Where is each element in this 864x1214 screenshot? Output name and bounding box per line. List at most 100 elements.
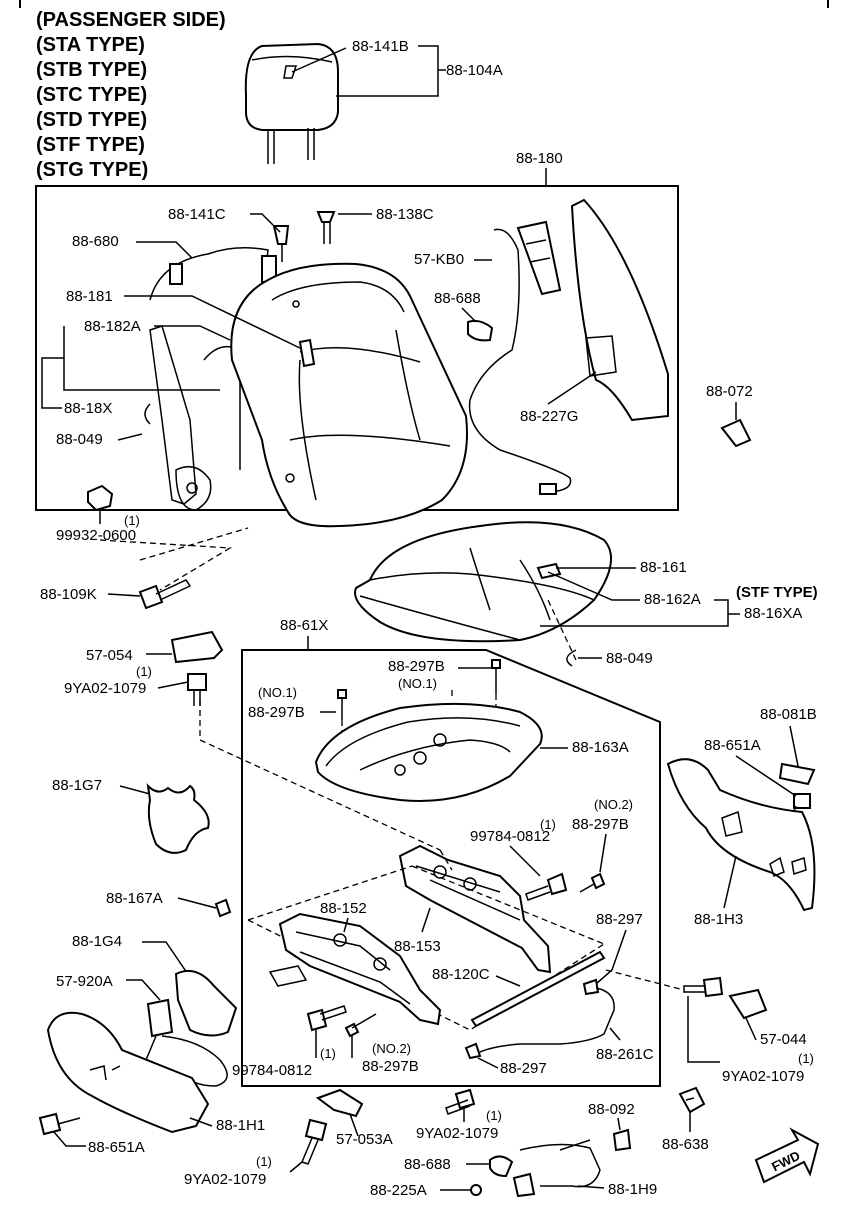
callout-9YA02-1079-a: 9YA02-1079 (64, 680, 146, 697)
clip-88-167A (214, 898, 232, 918)
inner-cover-88-1G7 (146, 783, 210, 854)
callout-88-651A-left: 88-651A (88, 1139, 145, 1156)
callout-88-297-bottom: 88-297 (500, 1060, 547, 1077)
side-cover-88-1H1 (46, 1011, 210, 1134)
spring-88-297-bottom (464, 1042, 482, 1060)
bolt-99784-a (525, 872, 568, 901)
pin-88-297B-no2-right (579, 872, 606, 893)
callout-88-162A: 88-162A (644, 591, 701, 608)
forward-arrow-icon: FWD (754, 1127, 820, 1184)
callout-99784-a-qty: (1) (540, 817, 556, 832)
pins-88-297B-no1 (337, 659, 501, 720)
callout-88-688-top: 88-688 (434, 290, 481, 307)
header-line-2: (STA TYPE) (36, 34, 145, 56)
callout-88-18X: 88-18X (64, 400, 112, 417)
callout-88-109K: 88-109K (40, 586, 97, 603)
callout-88-225A: 88-225A (370, 1182, 427, 1199)
cover-57-044 (728, 988, 768, 1020)
clip-88-049-top (144, 403, 151, 425)
callout-88-1H9: 88-1H9 (608, 1181, 657, 1198)
callout-88-072: 88-072 (706, 383, 753, 400)
outer-cover-88-1H3 (666, 758, 816, 912)
clip-88-688-bottom (489, 1155, 514, 1178)
seat-frame-assembly-box (241, 649, 661, 1087)
callout-99784-0812-b: 99784-0812 (232, 1062, 312, 1079)
bolt-9YA02-a (187, 673, 207, 706)
bolt-9YA02-d (300, 1118, 328, 1165)
callout-88-297B-bottom: 88-297B (362, 1058, 419, 1075)
seatback-frame (149, 247, 277, 511)
callout-88-138C: 88-138C (376, 206, 434, 223)
callout-88-081B: 88-081B (760, 706, 817, 723)
callout-no2-b: (NO.2) (372, 1041, 411, 1056)
callout-88-297B-left: 88-297B (248, 704, 305, 721)
callout-88-1H1: 88-1H1 (216, 1117, 265, 1134)
grommet-88-225A (470, 1184, 482, 1196)
callout-no1-a: (NO.1) (258, 685, 297, 700)
callout-88-163A: 88-163A (572, 739, 629, 756)
seat-rail-88-153 (398, 844, 552, 974)
page-frame (19, 0, 829, 8)
callout-88-1H3: 88-1H3 (694, 911, 743, 928)
callout-9YA02-d-qty: (1) (256, 1154, 272, 1169)
callout-88-297B-right: 88-297B (572, 816, 629, 833)
header-line-1: (PASSENGER SIDE) (36, 9, 226, 31)
connector-88-092 (612, 1128, 632, 1152)
callout-88-1G4: 88-1G4 (72, 933, 122, 950)
callout-57-054: 57-054 (86, 647, 133, 664)
callout-9YA02-1079-c: 9YA02-1079 (416, 1125, 498, 1142)
header-line-5: (STD TYPE) (36, 109, 147, 131)
clip-88-688-top (467, 319, 494, 342)
callout-stf-type: (STF TYPE) (736, 584, 818, 601)
callout-88-688-bottom: 88-688 (404, 1156, 451, 1173)
seat-rail-88-152 (268, 912, 442, 1026)
callout-88-180: 88-180 (516, 150, 563, 167)
callout-88-182A: 88-182A (84, 318, 141, 335)
callout-no1-b: (NO.1) (398, 676, 437, 691)
headrest-guides (272, 211, 336, 262)
callout-88-651A-right: 88-651A (704, 737, 761, 754)
callout-88-049-mid: 88-049 (606, 650, 653, 667)
inner-cover-88-1G4 (174, 970, 238, 1037)
callout-57-053A: 57-053A (336, 1131, 393, 1148)
seatback-board (570, 198, 669, 422)
header-line-3: (STB TYPE) (36, 59, 147, 81)
callout-99784-0812-a: 99784-0812 (470, 828, 550, 845)
callout-9YA02-1079-b: 9YA02-1079 (722, 1068, 804, 1085)
callout-88-638: 88-638 (662, 1136, 709, 1153)
bracket-57-053A (315, 1088, 364, 1118)
seat-type-header: (PASSENGER SIDE) (STA TYPE) (STB TYPE) (… (36, 9, 226, 181)
header-line-4: (STC TYPE) (36, 84, 147, 106)
seatback-cushion (230, 262, 468, 528)
bolt-88-109K (138, 579, 192, 610)
callout-9YA02-1079-d: 9YA02-1079 (184, 1171, 266, 1188)
callout-88-1G7: 88-1G7 (52, 777, 102, 794)
seatback-hook (298, 338, 316, 368)
callout-88-61X: 88-61X (280, 617, 328, 634)
callout-9YA02-a-qty: (1) (136, 664, 152, 679)
bolt-99784-b (306, 1005, 347, 1032)
callout-88-141B: 88-141B (352, 38, 409, 55)
harness-88-1H9 (512, 1139, 601, 1198)
clip-88-638 (678, 1086, 706, 1114)
callout-88-261C: 88-261C (596, 1046, 654, 1063)
callout-9YA02-b-qty: (1) (798, 1051, 814, 1066)
spring-88-297 (582, 978, 600, 996)
bolt-9YA02-b (683, 976, 724, 998)
pin-88-297B-no2-bottom (344, 1013, 377, 1038)
callout-88-153: 88-153 (394, 938, 441, 955)
callout-88-049-top: 88-049 (56, 431, 103, 448)
header-line-6: (STF TYPE) (36, 134, 145, 156)
callout-99932-0600: 99932-0600 (56, 527, 136, 544)
callout-88-141C: 88-141C (168, 206, 226, 223)
callout-99784-b-qty: (1) (320, 1046, 336, 1061)
callout-88-297B-top: 88-297B (388, 658, 445, 675)
nut-99932-0600 (87, 484, 114, 512)
callout-88-16XA: 88-16XA (744, 605, 802, 622)
header-line-7: (STG TYPE) (36, 159, 148, 181)
callout-88-680: 88-680 (72, 233, 119, 250)
seat-cushion (354, 521, 612, 643)
cover-57-054 (170, 630, 224, 664)
